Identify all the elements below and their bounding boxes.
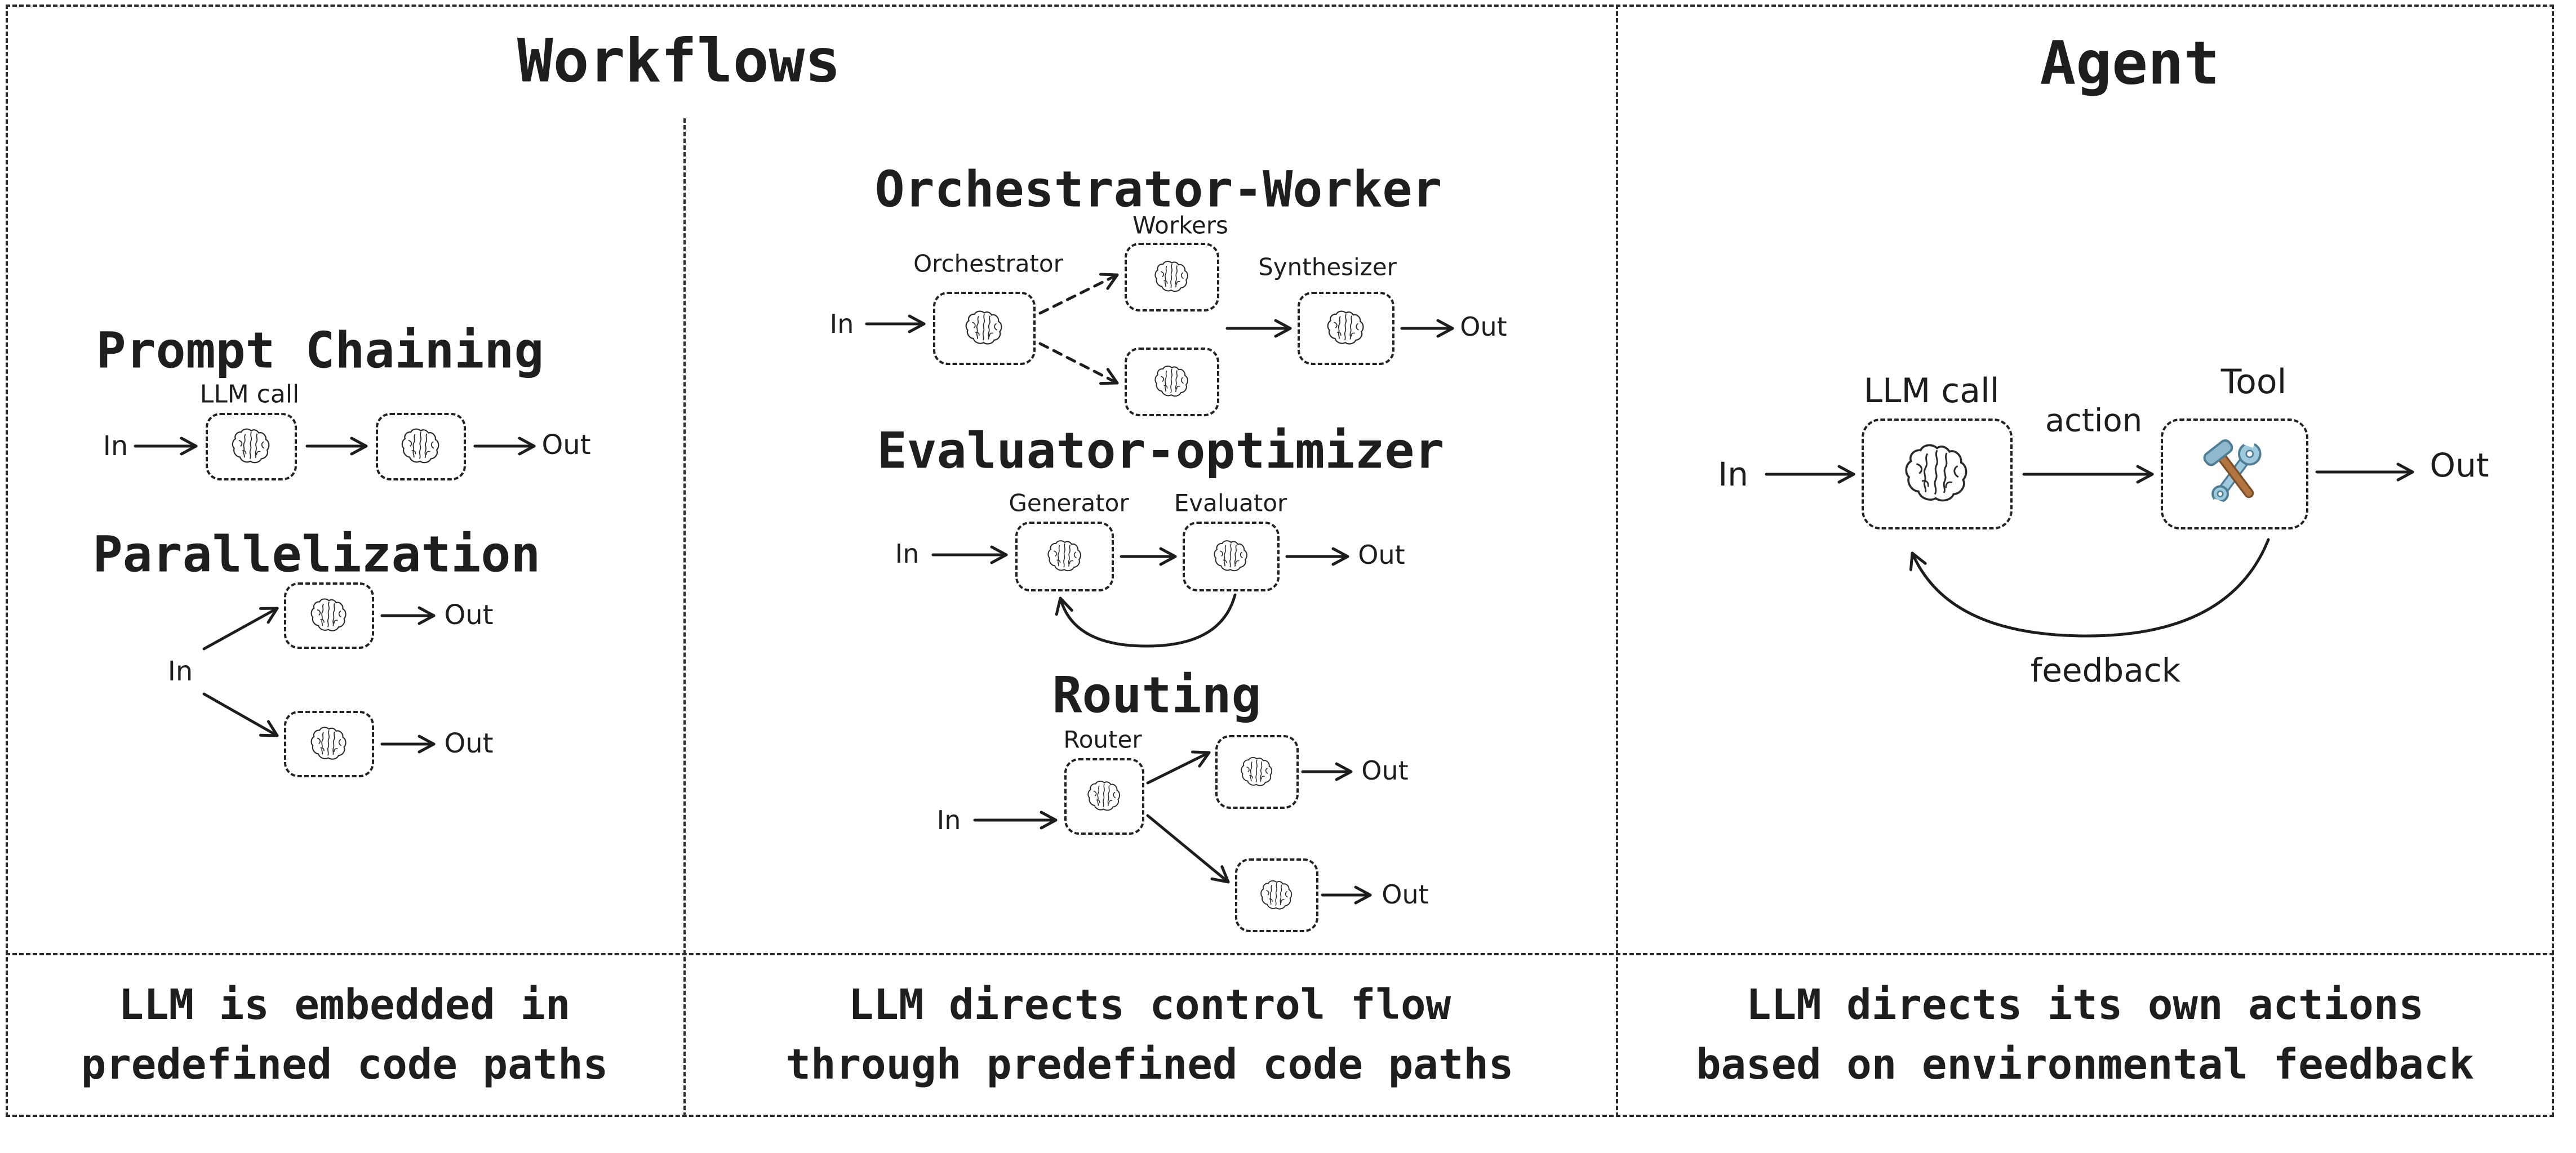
generator-label: Generator <box>1009 489 1129 517</box>
agent-title: Agent <box>2040 28 2220 98</box>
in-label: In <box>1718 455 1748 493</box>
out-label: Out <box>444 599 494 631</box>
workflows-title: Workflows <box>517 26 841 96</box>
brain-icon <box>309 596 349 635</box>
out-label: Out <box>541 429 591 461</box>
workflows-agent-divider <box>1616 5 1618 1117</box>
route-target-box <box>1235 858 1318 932</box>
caption-line: predefined code paths <box>81 1040 609 1089</box>
brain-icon <box>1153 363 1191 400</box>
evaluator-optimizer-heading: Evaluator-optimizer <box>877 421 1445 480</box>
orchestrator-box <box>933 292 1036 365</box>
brain-icon <box>400 426 442 468</box>
outer-border <box>6 5 2554 1117</box>
feedback-label: feedback <box>2030 651 2181 689</box>
orchestrator-worker-heading: Orchestrator-Worker <box>874 160 1442 219</box>
synthesizer-box <box>1298 292 1394 365</box>
in-label: In <box>895 538 920 569</box>
out-label: Out <box>2430 446 2489 484</box>
out-label: Out <box>444 728 494 759</box>
brain-icon <box>309 724 349 764</box>
orchestrator-label: Orchestrator <box>913 250 1063 278</box>
action-label: action <box>2045 402 2143 439</box>
caption-row-divider <box>6 953 2554 955</box>
out-label: Out <box>1361 755 1409 786</box>
workers-label: Workers <box>1132 211 1228 239</box>
llm-box <box>376 413 466 480</box>
brain-icon <box>230 426 272 468</box>
router-label: Router <box>1063 725 1142 754</box>
llm-call-label: LLM call <box>1863 371 2000 411</box>
parallelization-heading: Parallelization <box>92 525 541 584</box>
brain-icon <box>1086 778 1122 814</box>
caption-workflows-middle: LLM directs control flow through predefi… <box>683 953 1616 1117</box>
in-label: In <box>829 309 854 339</box>
worker-box <box>1125 348 1219 416</box>
llm-box <box>284 711 374 777</box>
out-label: Out <box>1358 540 1405 570</box>
router-box <box>1064 758 1144 835</box>
worker-box <box>1125 243 1219 311</box>
caption-agent: LLM directs its own actions based on env… <box>1616 953 2554 1117</box>
workflows-internal-divider <box>683 118 686 1117</box>
llm-call-label: LLM call <box>199 380 300 409</box>
brain-icon <box>1903 440 1971 509</box>
generator-box <box>1015 522 1114 591</box>
brain-icon <box>1153 259 1191 296</box>
caption-line: LLM directs control flow <box>848 981 1451 1030</box>
caption-line: LLM is embedded in <box>118 981 571 1030</box>
hammer-wrench-icon <box>2197 437 2272 512</box>
brain-icon <box>1213 538 1250 575</box>
routing-heading: Routing <box>1052 666 1262 724</box>
llm-box <box>1862 419 2013 529</box>
synthesizer-label: Synthesizer <box>1258 253 1397 281</box>
prompt-chaining-heading: Prompt Chaining <box>96 321 544 380</box>
route-target-box <box>1215 735 1299 809</box>
evaluator-box <box>1183 522 1280 591</box>
caption-workflows-left: LLM is embedded in predefined code paths <box>6 953 683 1117</box>
llm-box <box>284 582 374 649</box>
in-label: In <box>167 656 193 687</box>
evaluator-label: Evaluator <box>1174 489 1287 517</box>
caption-line: based on environmental feedback <box>1695 1040 2475 1089</box>
caption-line: through predefined code paths <box>785 1040 1514 1089</box>
out-label: Out <box>1382 879 1429 910</box>
brain-icon <box>964 308 1005 349</box>
tool-box <box>2161 419 2308 529</box>
brain-icon <box>1259 878 1294 913</box>
brain-icon <box>1326 308 1366 349</box>
brain-icon <box>1240 755 1274 790</box>
in-label: In <box>936 805 961 835</box>
in-label: In <box>103 430 128 462</box>
brain-icon <box>1046 538 1083 575</box>
llm-box <box>206 413 297 480</box>
caption-line: LLM directs its own actions <box>1746 981 2424 1030</box>
out-label: Out <box>1460 311 1507 342</box>
tool-label: Tool <box>2220 362 2287 402</box>
